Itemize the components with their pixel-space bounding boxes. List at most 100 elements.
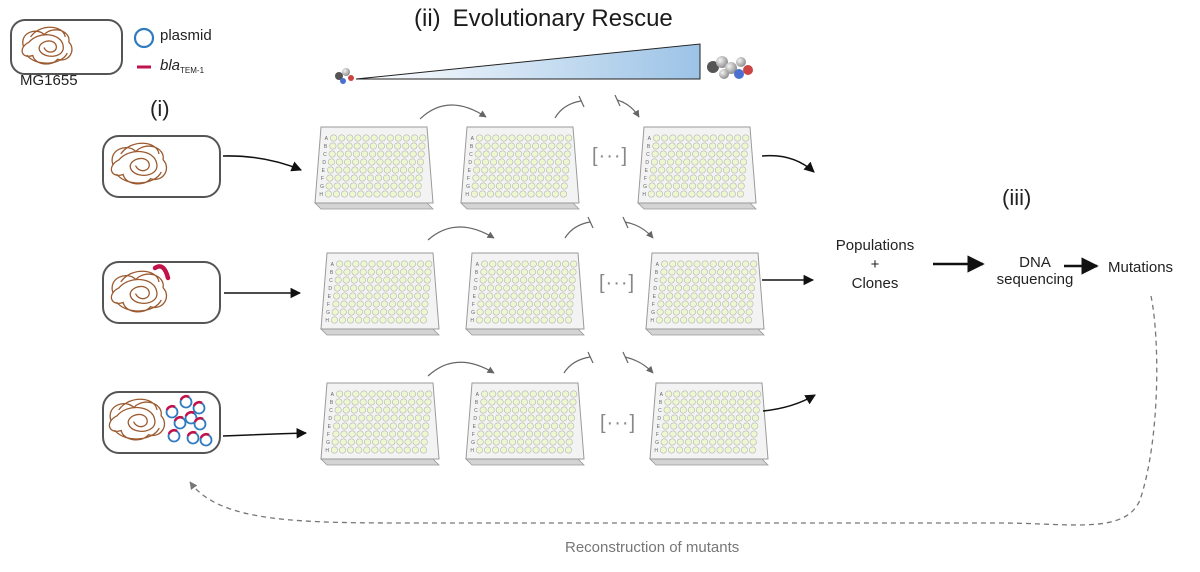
well — [722, 300, 730, 308]
well — [364, 300, 372, 308]
well — [726, 422, 734, 430]
plate-row-letter: C — [654, 278, 658, 284]
well — [553, 398, 561, 406]
plate-row-letter: F — [644, 176, 647, 182]
well — [502, 292, 510, 300]
well — [357, 292, 365, 300]
well — [486, 284, 494, 292]
panel-i-label: (i) — [150, 96, 170, 121]
well — [375, 166, 383, 174]
well — [501, 300, 509, 308]
well — [370, 134, 378, 142]
well — [407, 406, 415, 414]
well — [512, 174, 520, 182]
well — [513, 166, 521, 174]
well — [534, 430, 542, 438]
well — [511, 284, 519, 292]
well — [483, 142, 491, 150]
well — [743, 422, 751, 430]
well — [380, 430, 388, 438]
well — [554, 390, 562, 398]
well — [697, 182, 705, 190]
well — [405, 190, 413, 198]
well — [353, 142, 361, 150]
well — [347, 438, 355, 446]
well — [716, 446, 724, 454]
well — [721, 182, 729, 190]
well — [339, 438, 347, 446]
well — [694, 422, 702, 430]
well — [416, 268, 424, 276]
well — [375, 276, 383, 284]
well — [378, 134, 386, 142]
well — [549, 134, 557, 142]
well — [366, 182, 374, 190]
arrow-cell-to-plate-3 — [222, 428, 308, 439]
plate-row-letter: B — [475, 270, 479, 276]
well — [532, 134, 540, 142]
well — [399, 406, 407, 414]
well — [517, 438, 525, 446]
well — [350, 174, 358, 182]
well — [690, 292, 698, 300]
well — [699, 158, 707, 166]
well — [528, 398, 536, 406]
well — [565, 308, 573, 316]
well — [540, 316, 548, 324]
well — [664, 190, 672, 198]
well — [741, 268, 749, 276]
well — [668, 268, 676, 276]
well — [508, 316, 516, 324]
well — [403, 316, 411, 324]
plate-row-letter: E — [473, 424, 477, 430]
well — [729, 308, 737, 316]
well — [395, 316, 403, 324]
transfer-arrow-out — [563, 356, 591, 374]
well — [375, 406, 383, 414]
well — [688, 398, 696, 406]
well — [388, 438, 396, 446]
plasmid-icon — [173, 415, 187, 430]
well — [537, 268, 545, 276]
well — [380, 438, 388, 446]
well — [721, 398, 729, 406]
well — [494, 422, 502, 430]
well — [377, 150, 385, 158]
well — [503, 414, 511, 422]
transfer-arrow-bar — [614, 94, 621, 107]
well — [682, 292, 690, 300]
well — [369, 142, 377, 150]
plasmid-group — [165, 394, 213, 447]
well — [541, 308, 549, 316]
well — [723, 166, 731, 174]
well — [660, 438, 668, 446]
well — [367, 166, 375, 174]
well — [503, 284, 511, 292]
plate-row-letter: E — [657, 424, 661, 430]
well — [548, 446, 556, 454]
well — [701, 260, 709, 268]
well — [706, 174, 714, 182]
well — [674, 166, 682, 174]
well — [368, 390, 376, 398]
well — [406, 284, 414, 292]
well — [751, 414, 759, 422]
well — [731, 166, 739, 174]
cell-row-1 — [102, 135, 221, 198]
well — [560, 276, 568, 284]
plate-row-letter: G — [466, 184, 470, 190]
well — [673, 174, 681, 182]
legend-cell-icon — [10, 19, 123, 75]
plate-row-letter: G — [655, 440, 659, 446]
well — [744, 316, 752, 324]
well — [377, 142, 385, 150]
well — [479, 182, 487, 190]
plate-row-letter: F — [472, 302, 475, 308]
well — [648, 182, 656, 190]
well — [651, 150, 659, 158]
well — [517, 430, 525, 438]
dna-text: DNA — [1019, 254, 1051, 271]
well — [355, 446, 363, 454]
well — [520, 276, 528, 284]
